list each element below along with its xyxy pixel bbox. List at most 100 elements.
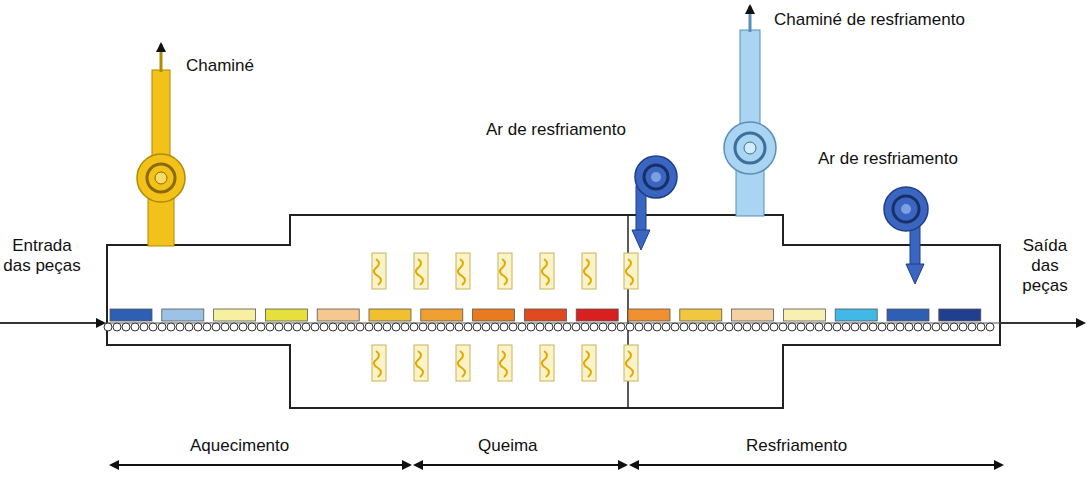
entry-arrow: [0, 322, 104, 324]
roller: [716, 323, 724, 331]
roller: [815, 323, 823, 331]
roller: [392, 323, 400, 331]
roller: [167, 323, 175, 331]
roller: [590, 323, 598, 331]
burner: [456, 345, 470, 381]
roller: [626, 323, 634, 331]
burner: [540, 345, 554, 381]
burner-rows: [372, 253, 638, 381]
span-arrow: [634, 464, 1002, 466]
roller: [725, 323, 733, 331]
ceramic-piece: [732, 309, 774, 321]
roller: [779, 323, 787, 331]
roller: [302, 323, 310, 331]
ceramic-piece: [887, 309, 929, 321]
ceramic-piece: [162, 309, 204, 321]
roller: [113, 323, 121, 331]
roller: [851, 323, 859, 331]
roller: [608, 323, 616, 331]
roller: [356, 323, 364, 331]
ceramic-piece: [421, 309, 463, 321]
roller: [896, 323, 904, 331]
zone-label: Aquecimento: [190, 436, 289, 456]
roller: [329, 323, 337, 331]
roller: [491, 323, 499, 331]
roller: [734, 323, 742, 331]
outlet-label: Saída das peças: [1008, 236, 1082, 296]
cooling-chimney: [724, 6, 776, 216]
roller: [824, 323, 832, 331]
ceramic-piece: [576, 309, 618, 321]
burner: [582, 345, 596, 381]
ceramic-piece: [680, 309, 722, 321]
roller: [365, 323, 373, 331]
flame: [458, 259, 465, 285]
roller: [347, 323, 355, 331]
roller: [599, 323, 607, 331]
ceramic-piece: [110, 309, 152, 321]
roller: [158, 323, 166, 331]
roller: [194, 323, 202, 331]
roller: [104, 323, 112, 331]
roller: [176, 323, 184, 331]
roller: [527, 323, 535, 331]
roller: [878, 323, 886, 331]
roller: [833, 323, 841, 331]
kiln-body: [107, 215, 1000, 408]
roller: [860, 323, 868, 331]
burner: [624, 345, 638, 381]
flame: [458, 351, 465, 377]
roller: [788, 323, 796, 331]
roller: [842, 323, 850, 331]
roller: [239, 323, 247, 331]
roller: [419, 323, 427, 331]
roller: [905, 323, 913, 331]
span-arrow: [114, 464, 410, 466]
roller: [707, 323, 715, 331]
roller: [671, 323, 679, 331]
roller: [698, 323, 706, 331]
roller: [797, 323, 805, 331]
ceramic-piece: [939, 309, 981, 321]
roller: [923, 323, 931, 331]
roller: [536, 323, 544, 331]
roller: [968, 323, 976, 331]
chimney-label: Chaminé: [186, 56, 254, 76]
roller: [410, 323, 418, 331]
exit-arrow: [1000, 322, 1084, 324]
roller: [545, 323, 553, 331]
span-arrow: [418, 464, 626, 466]
ceramic-piece: [265, 309, 307, 321]
fan-label: Ar de resfriamento: [486, 120, 626, 140]
roller: [383, 323, 391, 331]
flame: [542, 351, 549, 377]
roller: [320, 323, 328, 331]
roller: [752, 323, 760, 331]
roller: [500, 323, 508, 331]
flame: [584, 351, 591, 377]
roller: [680, 323, 688, 331]
flame: [374, 351, 381, 377]
burner: [414, 345, 428, 381]
flame: [626, 259, 633, 285]
roller: [482, 323, 490, 331]
roller: [653, 323, 661, 331]
roller: [932, 323, 940, 331]
roller: [644, 323, 652, 331]
roller: [293, 323, 301, 331]
roller: [338, 323, 346, 331]
ceramic-piece: [783, 309, 825, 321]
roller: [311, 323, 319, 331]
roller: [635, 323, 643, 331]
roller: [869, 323, 877, 331]
roller: [284, 323, 292, 331]
zone-label: Queima: [478, 436, 538, 456]
burner: [372, 345, 386, 381]
flame: [584, 259, 591, 285]
roller: [374, 323, 382, 331]
roller: [437, 323, 445, 331]
ceramic-piece: [473, 309, 515, 321]
roller: [581, 323, 589, 331]
roller: [959, 323, 967, 331]
flame: [416, 351, 423, 377]
